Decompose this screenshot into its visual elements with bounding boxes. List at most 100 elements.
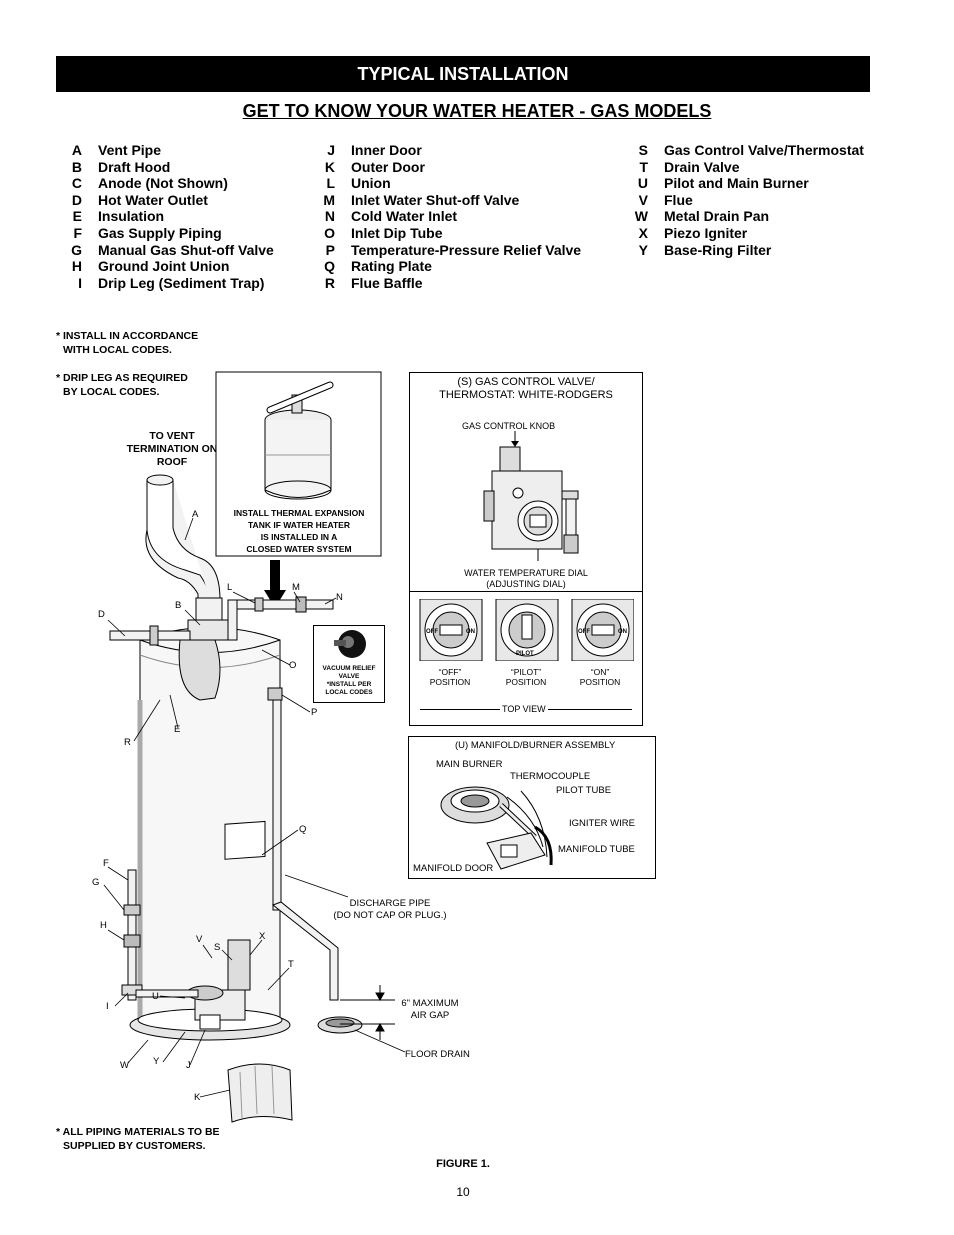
section-header: TYPICAL INSTALLATION (56, 56, 870, 92)
legend-key: M (323, 191, 335, 208)
legend-key: U (637, 175, 648, 192)
drip-leg-note: * DRIP LEG AS REQUIRED BY LOCAL CODES. (56, 372, 188, 398)
hot-water-outlet-icon (109, 625, 191, 646)
label-k: K (194, 1092, 201, 1103)
legend-item: T Drain Valve (622, 159, 864, 176)
legend-label: Vent Pipe (98, 142, 162, 158)
top-view-label: TOP VIEW (500, 703, 548, 715)
air-gap-marker-icon (340, 985, 395, 1040)
legend-label: Drip Leg (Sediment Trap) (98, 274, 265, 291)
legend-key: X (638, 224, 648, 241)
label-d: D (98, 609, 105, 620)
legend-key: Y (638, 241, 648, 258)
legend-label: Draft Hood (98, 158, 171, 175)
label-r: R (124, 737, 131, 748)
label-o: O (289, 660, 297, 671)
vent-termination-note: TO VENT TERMINATION ON ROOF (126, 430, 218, 468)
igniter-wire-label: IGNITER WIRE (569, 818, 635, 829)
legend-label: Gas Control Valve/Thermostat (664, 142, 864, 158)
legend-label: Ground Joint Union (98, 258, 230, 275)
label-h: H (100, 920, 107, 931)
legend-label: Flue (664, 191, 693, 208)
legend-key: O (324, 224, 335, 241)
legend-label: Manual Gas Shut-off Valve (98, 241, 274, 258)
legend-label: Gas Supply Piping (98, 224, 222, 241)
air-gap-label: 6" MAXIMUM AIR GAP (401, 998, 459, 1021)
legend-label: Hot Water Outlet (98, 191, 208, 208)
legend-label: Drain Valve (664, 158, 740, 175)
gas-control-panel: (S) GAS CONTROL VALVE/ THERMOSTAT: WHITE… (409, 372, 643, 726)
off-position-label: “OFF” POSITION (429, 667, 471, 687)
expansion-tank-icon (264, 381, 334, 500)
legend-key: N (324, 208, 335, 225)
legend-item: O Inlet Dip Tube (309, 225, 581, 242)
label-u: U (152, 991, 159, 1002)
legend-label: Insulation (98, 208, 165, 225)
label-x: X (259, 931, 266, 942)
legend-key: B (71, 158, 82, 175)
legend-key: T (639, 158, 648, 175)
legend-label: Inlet Dip Tube (351, 224, 443, 241)
legend-key: E (72, 208, 82, 225)
legend-key: P (325, 241, 335, 258)
manifold-burner-panel: (U) MANIFOLD/BURNER ASSEMBLY MAIN BURNER… (408, 736, 656, 879)
figure-label: FIGURE 1. (436, 1158, 490, 1170)
burner-compartment-icon (186, 939, 251, 1030)
legend-label: Inlet Water Shut-off Valve (351, 191, 520, 208)
legend-item: I Drip Leg (Sediment Trap) (56, 275, 274, 292)
gas-control-valve-icon (483, 431, 579, 561)
legend-label: Metal Drain Pan (664, 208, 770, 225)
water-heater-tank-icon (129, 619, 291, 1041)
thermocouple-label: THERMOCOUPLE (510, 771, 591, 782)
legend-item: G Manual Gas Shut-off Valve (56, 242, 274, 259)
label-g: G (92, 877, 100, 888)
gas-supply-piping-icon (121, 869, 199, 1001)
discharge-pipe-icon (267, 687, 339, 1001)
label-m: M (292, 582, 300, 593)
label-n: N (336, 592, 343, 603)
legend-key: A (71, 142, 82, 158)
on-position-label: “ON” POSITION (579, 667, 621, 687)
label-b: B (175, 600, 182, 611)
manifold-title: (U) MANIFOLD/BURNER ASSEMBLY (455, 740, 616, 751)
legend-label: Inner Door (351, 142, 422, 158)
vacuum-relief-valve-box: VACUUM RELIEF VALVE *INSTALL PER LOCAL C… (313, 625, 385, 703)
leader-lines (103, 517, 406, 1098)
cold-water-inlet-icon (227, 596, 334, 641)
svg-text:OFF: OFF (426, 629, 438, 635)
legend-key: L (326, 175, 335, 192)
svg-text:PILOT: PILOT (516, 651, 534, 657)
legend-key: R (324, 274, 335, 291)
burner-assembly-icon (440, 786, 553, 870)
legend-item: B Draft Hood (56, 159, 274, 176)
page-number: 10 (456, 1185, 470, 1199)
legend-key: F (73, 224, 82, 241)
install-note: * INSTALL IN ACCORDANCE WITH LOCAL CODES… (56, 330, 199, 356)
vent-pipe-icon (145, 474, 223, 629)
legend-key: I (78, 274, 82, 291)
label-e: E (174, 724, 181, 735)
label-q: Q (299, 824, 307, 835)
label-a: A (192, 509, 199, 520)
label-y: Y (153, 1056, 160, 1067)
legend-key: Q (324, 258, 335, 275)
vacuum-relief-valve-icon (334, 630, 366, 658)
label-w: W (120, 1060, 129, 1071)
legend-key: G (71, 241, 82, 258)
